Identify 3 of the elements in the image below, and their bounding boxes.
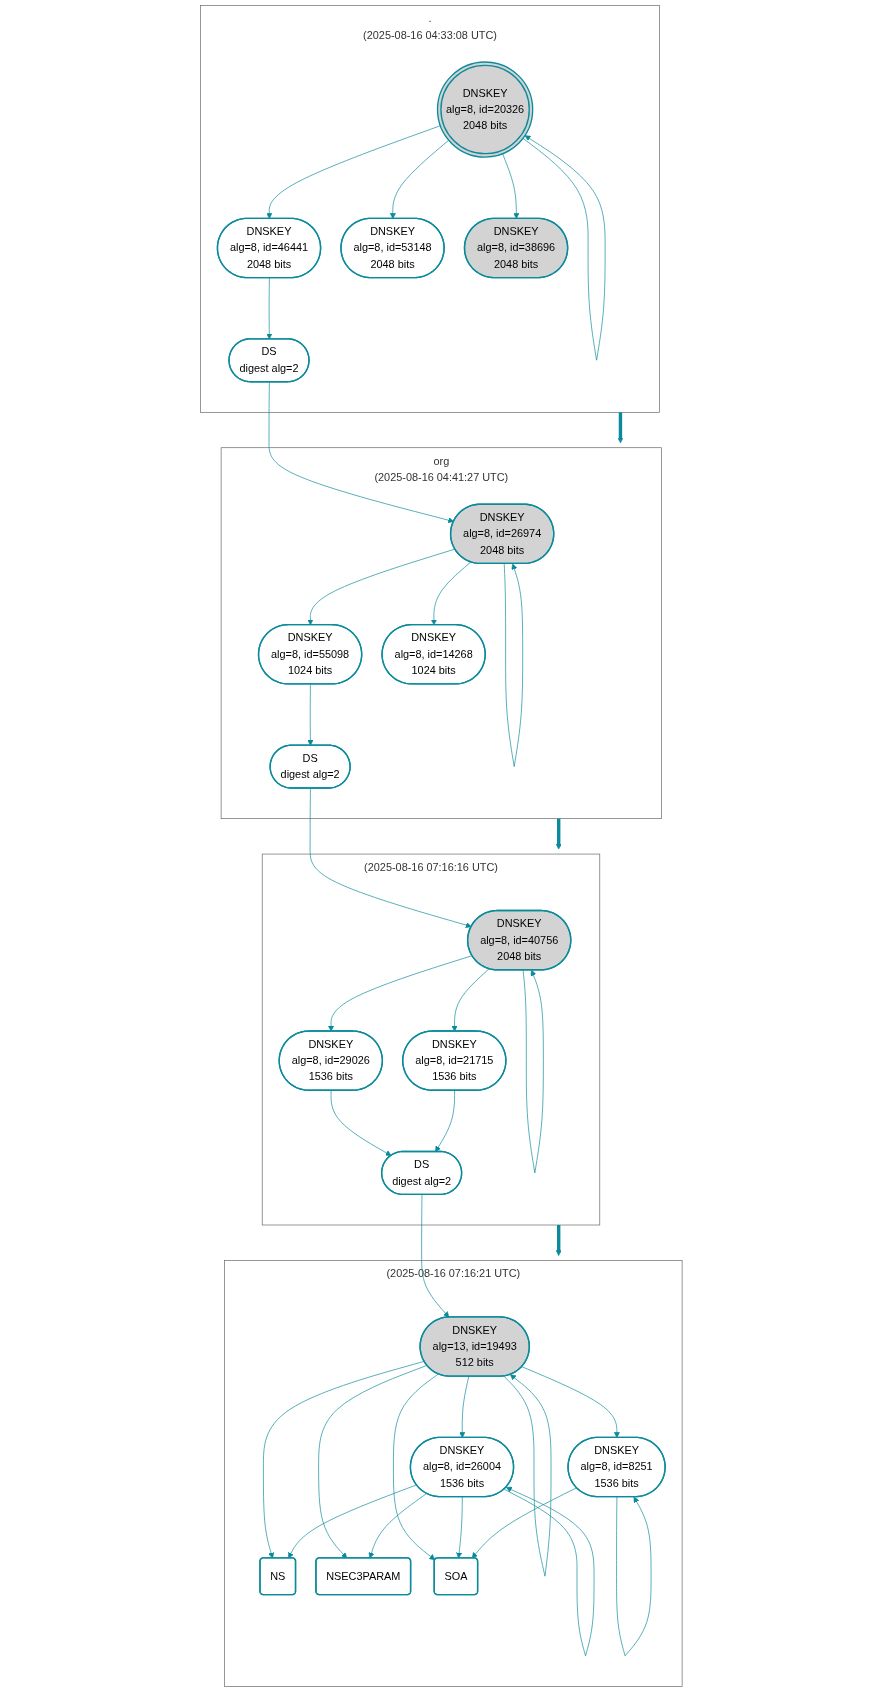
arrow bbox=[555, 1225, 562, 1256]
arrow bbox=[555, 818, 562, 850]
arrow bbox=[617, 412, 624, 444]
